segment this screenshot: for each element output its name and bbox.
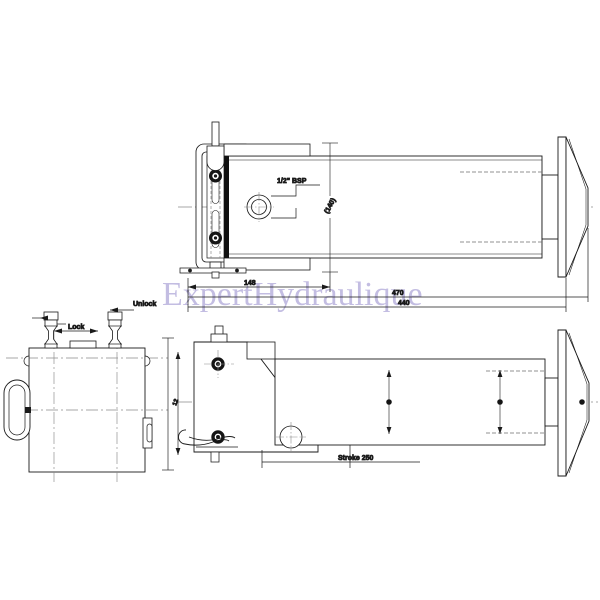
dia1-arrow-bottom (386, 427, 392, 434)
lock-pin-left (43, 311, 59, 349)
barrel-outline (223, 155, 543, 259)
watermark-group: ExpertHydraulique (162, 276, 423, 313)
dim-vert-arrow-top (175, 352, 181, 359)
top-barrel (223, 155, 543, 259)
dia3-hub (579, 399, 585, 405)
dim-vertical-label: 12 (172, 398, 180, 407)
end-oval-handle (3, 379, 31, 441)
stroke-label: Stroke 250 (338, 455, 374, 462)
end-view: Lock Unlock (3, 301, 168, 482)
dim-470-label: 470 (392, 290, 404, 297)
top-view: 1/2" BSP (140) 148 470 (178, 121, 596, 312)
bolt-lower-core (213, 236, 218, 240)
dim-148-arrow-left (188, 284, 196, 290)
neck-rect (541, 174, 559, 240)
bottom-view: 12 Stroke 250 (162, 325, 598, 477)
cone-base-plate (557, 136, 567, 278)
dim-vertical-group (175, 352, 181, 455)
dia-marker-3 (579, 399, 585, 405)
r-clip-curve-second (188, 436, 236, 441)
watermark-text: ExpertHydraulique (162, 276, 423, 313)
bottom-vertical-pin (210, 325, 228, 343)
bottom-pin-collar (210, 333, 228, 343)
lock-dim-arrow-left (54, 328, 62, 334)
dim-440-group (187, 278, 567, 312)
lock-pin-right-cap (107, 311, 123, 321)
barrel-dia-markers (386, 370, 585, 434)
bsp-leader-lower (271, 208, 297, 219)
end-top-plate (69, 340, 97, 349)
right-tab-slot (146, 423, 153, 443)
dim-440-label: 440 (398, 300, 410, 307)
top-port-boss (244, 192, 274, 222)
lock-annotation (32, 315, 98, 334)
dia-marker-1 (386, 370, 392, 434)
bottom-cone-inner (568, 332, 588, 474)
dia-marker-2 (497, 370, 503, 434)
oval-inner (8, 384, 26, 436)
bottom-cone-plate (557, 329, 567, 477)
dia1-hub (386, 399, 392, 405)
end-lug-left (23, 355, 30, 367)
unlock-label: Unlock (133, 301, 156, 308)
foot-dot-right (235, 268, 239, 273)
endview-height-dim (162, 337, 174, 471)
bottom-barrel (274, 358, 546, 446)
bottom-cone-body (565, 329, 590, 477)
bracket-upper-arm (223, 143, 311, 157)
pin-shaft (211, 121, 220, 147)
top-cone-head (557, 136, 589, 278)
end-right-tab (142, 417, 153, 449)
bsp-label: 1/2" BSP (277, 178, 307, 185)
top-neck (541, 174, 559, 240)
top-bottom-foot (179, 261, 247, 279)
bottom-neck-rect (544, 377, 559, 427)
end-lug-right (144, 355, 151, 367)
unlock-arrow (110, 307, 118, 313)
lock-pin-right (107, 311, 123, 349)
dim-148-label: 148 (244, 280, 256, 287)
cone-inner-edge (568, 138, 587, 276)
dia2-arrow-top (497, 370, 503, 377)
lock-dim-arrow-right (90, 328, 98, 334)
dim-148-arrow-right (322, 284, 330, 290)
bracket-seal-face (224, 156, 229, 258)
dia2-arrow-bottom (497, 427, 503, 434)
foot-stub (211, 271, 220, 279)
bottom-pivot-hole (276, 422, 306, 452)
lock-label: Lock (68, 324, 84, 331)
dim-148-group (187, 272, 331, 292)
foot-dot-left (188, 268, 192, 273)
bottom-bolt-upper (204, 350, 234, 378)
oval-attach-block (25, 407, 31, 413)
bottom-block-foot (210, 451, 220, 463)
unlock-annotation (110, 307, 134, 313)
bsp-leader (271, 184, 320, 219)
top-bolt-lower (209, 231, 223, 245)
top-vertical-pin (206, 121, 225, 171)
bottom-cone-head (557, 329, 590, 477)
top-bolt-upper (209, 169, 223, 183)
plate-slot-lower (211, 210, 220, 248)
dim-vert-arrow-bottom (175, 448, 181, 455)
dia2-hub (497, 399, 503, 405)
cone-body (565, 136, 589, 278)
bottom-barrel-rect (274, 358, 546, 446)
stroke-dim-group (261, 445, 420, 468)
pin-boss (206, 145, 225, 171)
bsp-leader-upper (271, 184, 320, 197)
r-clip-curve-main (178, 429, 230, 446)
mount-top-tab (246, 341, 276, 360)
bracket-lower-arm (223, 257, 311, 271)
bolt-upper-core (213, 174, 218, 178)
dia1-arrow-top (386, 370, 392, 377)
r-clip (178, 429, 238, 448)
